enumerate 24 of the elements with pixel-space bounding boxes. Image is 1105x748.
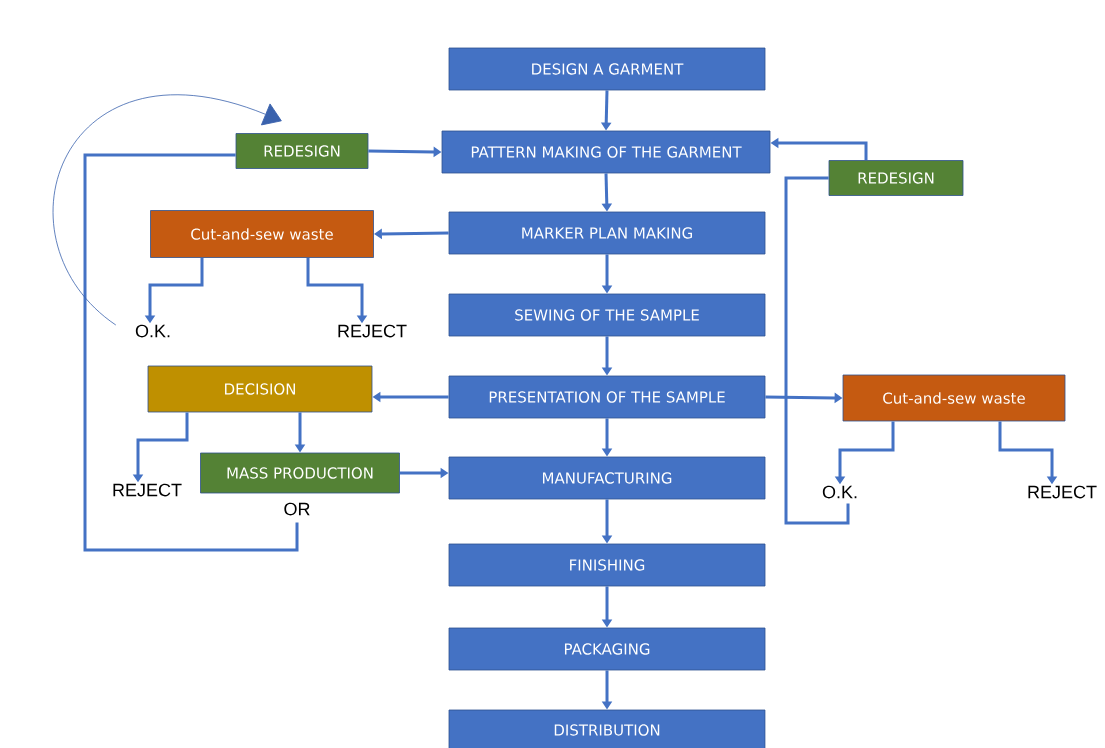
- process-box: PATTERN MAKING OF THE GARMENT: [441, 130, 771, 174]
- process-box: Cut-and-sew waste: [842, 374, 1066, 422]
- process-box: SEWING OF THE SAMPLE: [448, 293, 766, 337]
- connector-line: [83, 153, 299, 552]
- outcome-label: OR: [284, 502, 310, 516]
- outcome-label: REJECT: [338, 324, 407, 338]
- process-box: PACKAGING: [448, 627, 766, 671]
- outcome-label: REJECT: [1028, 485, 1097, 499]
- process-box: MASS PRODUCTION: [200, 452, 400, 494]
- outcome-label: O.K.: [135, 324, 170, 338]
- process-box: REDESIGN: [235, 133, 369, 169]
- outcome-label: O.K.: [822, 485, 857, 499]
- process-box: PRESENTATION OF THE SAMPLE: [448, 375, 766, 419]
- connector-line: [784, 176, 850, 525]
- process-box: MARKER PLAN MAKING: [448, 211, 766, 255]
- process-box: DISTRIBUTION: [448, 709, 766, 748]
- process-box: FINISHING: [448, 543, 766, 587]
- process-box: Cut-and-sew waste: [150, 210, 374, 258]
- process-box: MANUFACTURING: [448, 456, 766, 500]
- process-box: DESIGN A GARMENT: [448, 47, 766, 91]
- outcome-label: REJECT: [113, 483, 182, 497]
- process-box: REDESIGN: [828, 160, 964, 196]
- curved-arrow: [52, 94, 282, 326]
- process-box: DECISION: [147, 365, 373, 413]
